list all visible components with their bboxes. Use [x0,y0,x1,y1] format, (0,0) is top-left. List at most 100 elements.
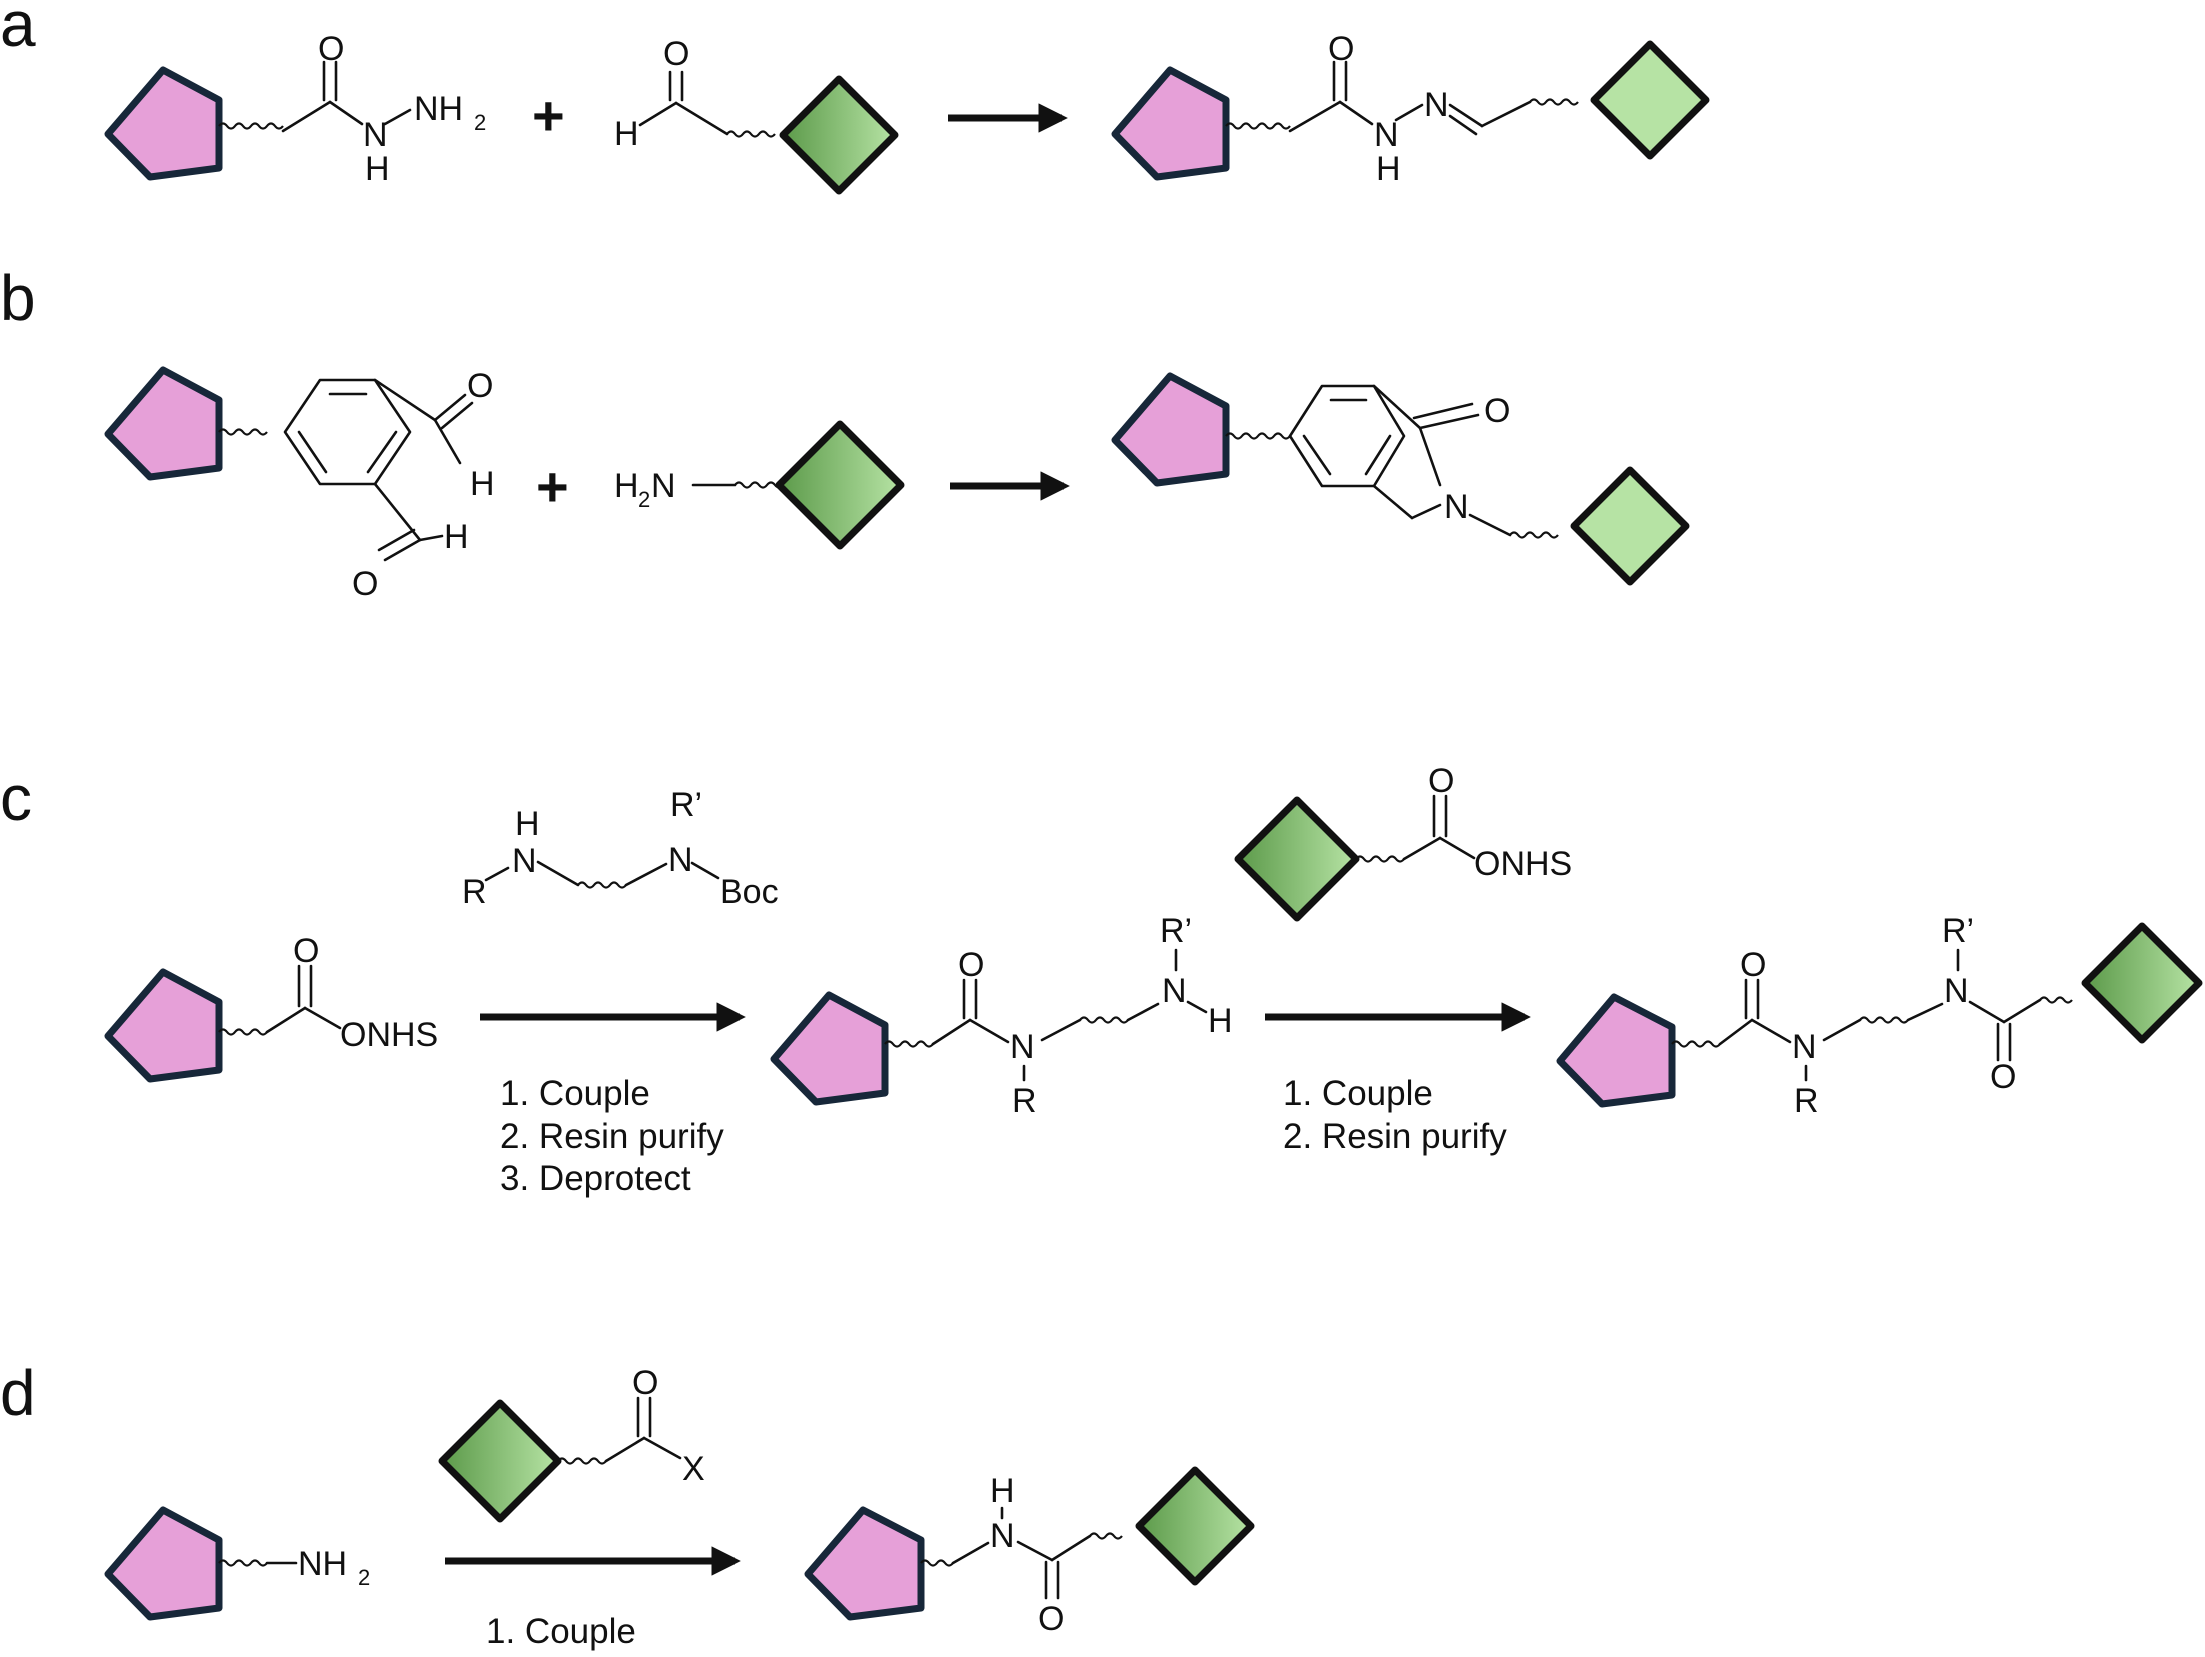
atom-label: Boc [720,873,779,911]
atom-label: H [1208,1002,1233,1040]
bond [1302,434,1332,476]
panel-label-c: c [0,762,32,834]
condition-line: 1. Couple [1283,1074,1433,1113]
atom-label: X [682,1450,705,1488]
wavy-linker [218,122,284,130]
condition-line: 1. Couple [486,1612,636,1651]
bond [484,866,510,882]
wavy-linker [1509,531,1559,539]
wavy-linker [734,481,784,489]
bond [281,100,332,133]
bond [303,1006,342,1030]
atom-label: H [614,115,639,153]
bond [1338,100,1374,126]
panel-label-d: d [0,1357,36,1429]
atom-label: O [958,946,984,984]
atom-label: R [1012,1082,1037,1120]
atom-label: O [1038,1600,1064,1638]
condition-line: 2. Resin purify [500,1117,724,1156]
bond [2002,998,2042,1024]
diamond-shape [1570,466,1690,586]
bond [377,528,416,552]
bond [1186,1000,1208,1014]
atom-label: N [512,842,537,880]
bond [265,1006,307,1034]
bond [951,1541,990,1565]
bond [1822,1018,1862,1042]
bond [1448,103,1484,128]
atom-label: O [318,30,344,68]
atom-label: N [990,1517,1015,1555]
condition-line: 1. Couple [500,1074,650,1113]
pentagon-shape [104,366,223,481]
atom-subscript: 2 [638,487,650,512]
wavy-linker [218,428,268,436]
wavy-linker [218,1028,268,1036]
atom-label: H [515,805,540,843]
bond [1050,1534,1092,1562]
bond [328,100,364,126]
panel-b: b O H H O + H 2 N [0,262,1690,603]
atom-label: O [1428,762,1454,800]
atom-label: O [663,35,689,73]
atom-label: R’ [670,786,702,824]
bond [1750,1018,1792,1044]
atom-label: H [1376,150,1401,188]
bond [1372,484,1414,520]
diamond-shape [2081,922,2203,1044]
pentagon-shape [1111,66,1230,181]
atom-label: N [1374,116,1399,154]
atom-label: H [365,150,390,188]
panel-c: c H N R R’ N Boc O ONHS O ONHS 1. Couple [0,762,2203,1198]
pentagon-shape [104,1506,223,1621]
atom-label: O [1328,30,1354,68]
wavy-linker [1225,432,1291,440]
atom-label: N [1010,1028,1035,1066]
wavy-linker [1671,1040,1721,1048]
atom-label: N [651,467,676,505]
atom-label: N [363,116,388,154]
atom-label: O [632,1364,658,1402]
bond [1906,1002,1944,1022]
wavy-linker [1355,855,1405,863]
atom-label: N [1944,972,1969,1010]
benzene-ring [283,378,412,486]
bond [383,108,412,126]
wavy-linker [1079,1016,1129,1024]
bond [433,393,467,422]
bond [1718,1018,1754,1046]
diamond-shape [438,1399,562,1523]
bond [1016,1540,1054,1562]
pentagon-shape [804,1506,925,1621]
bond [690,861,720,880]
atom-label: N [668,841,693,879]
wavy-linker [1089,1532,1123,1540]
bond [440,401,474,430]
bond [1418,413,1480,430]
condition-line: 2. Resin purify [1283,1117,1507,1156]
atom-label: N [1424,86,1449,124]
atom-label: H [444,518,469,556]
atom-label: N [1444,488,1469,526]
atom-subscript: 2 [358,1565,370,1590]
panel-label-b: b [0,262,36,334]
pentagon-shape [104,66,223,181]
bond [383,538,422,562]
wavy-linker [557,1457,607,1465]
bond [536,860,580,887]
bond [433,418,462,465]
bond [1480,100,1532,128]
atom-label: O [1740,946,1766,984]
bond [642,1436,682,1460]
panel-label-a: a [0,0,36,60]
benzene-ring [1288,384,1406,488]
wavy-linker [884,1040,934,1048]
atom-label: NH [414,90,463,128]
bond [968,1018,1010,1044]
pentagon-shape [1556,993,1676,1108]
bond [1126,1002,1160,1022]
bond [1394,103,1424,122]
atom-label: O [467,367,493,405]
diamond-shape [775,420,905,550]
bond [1402,836,1442,861]
